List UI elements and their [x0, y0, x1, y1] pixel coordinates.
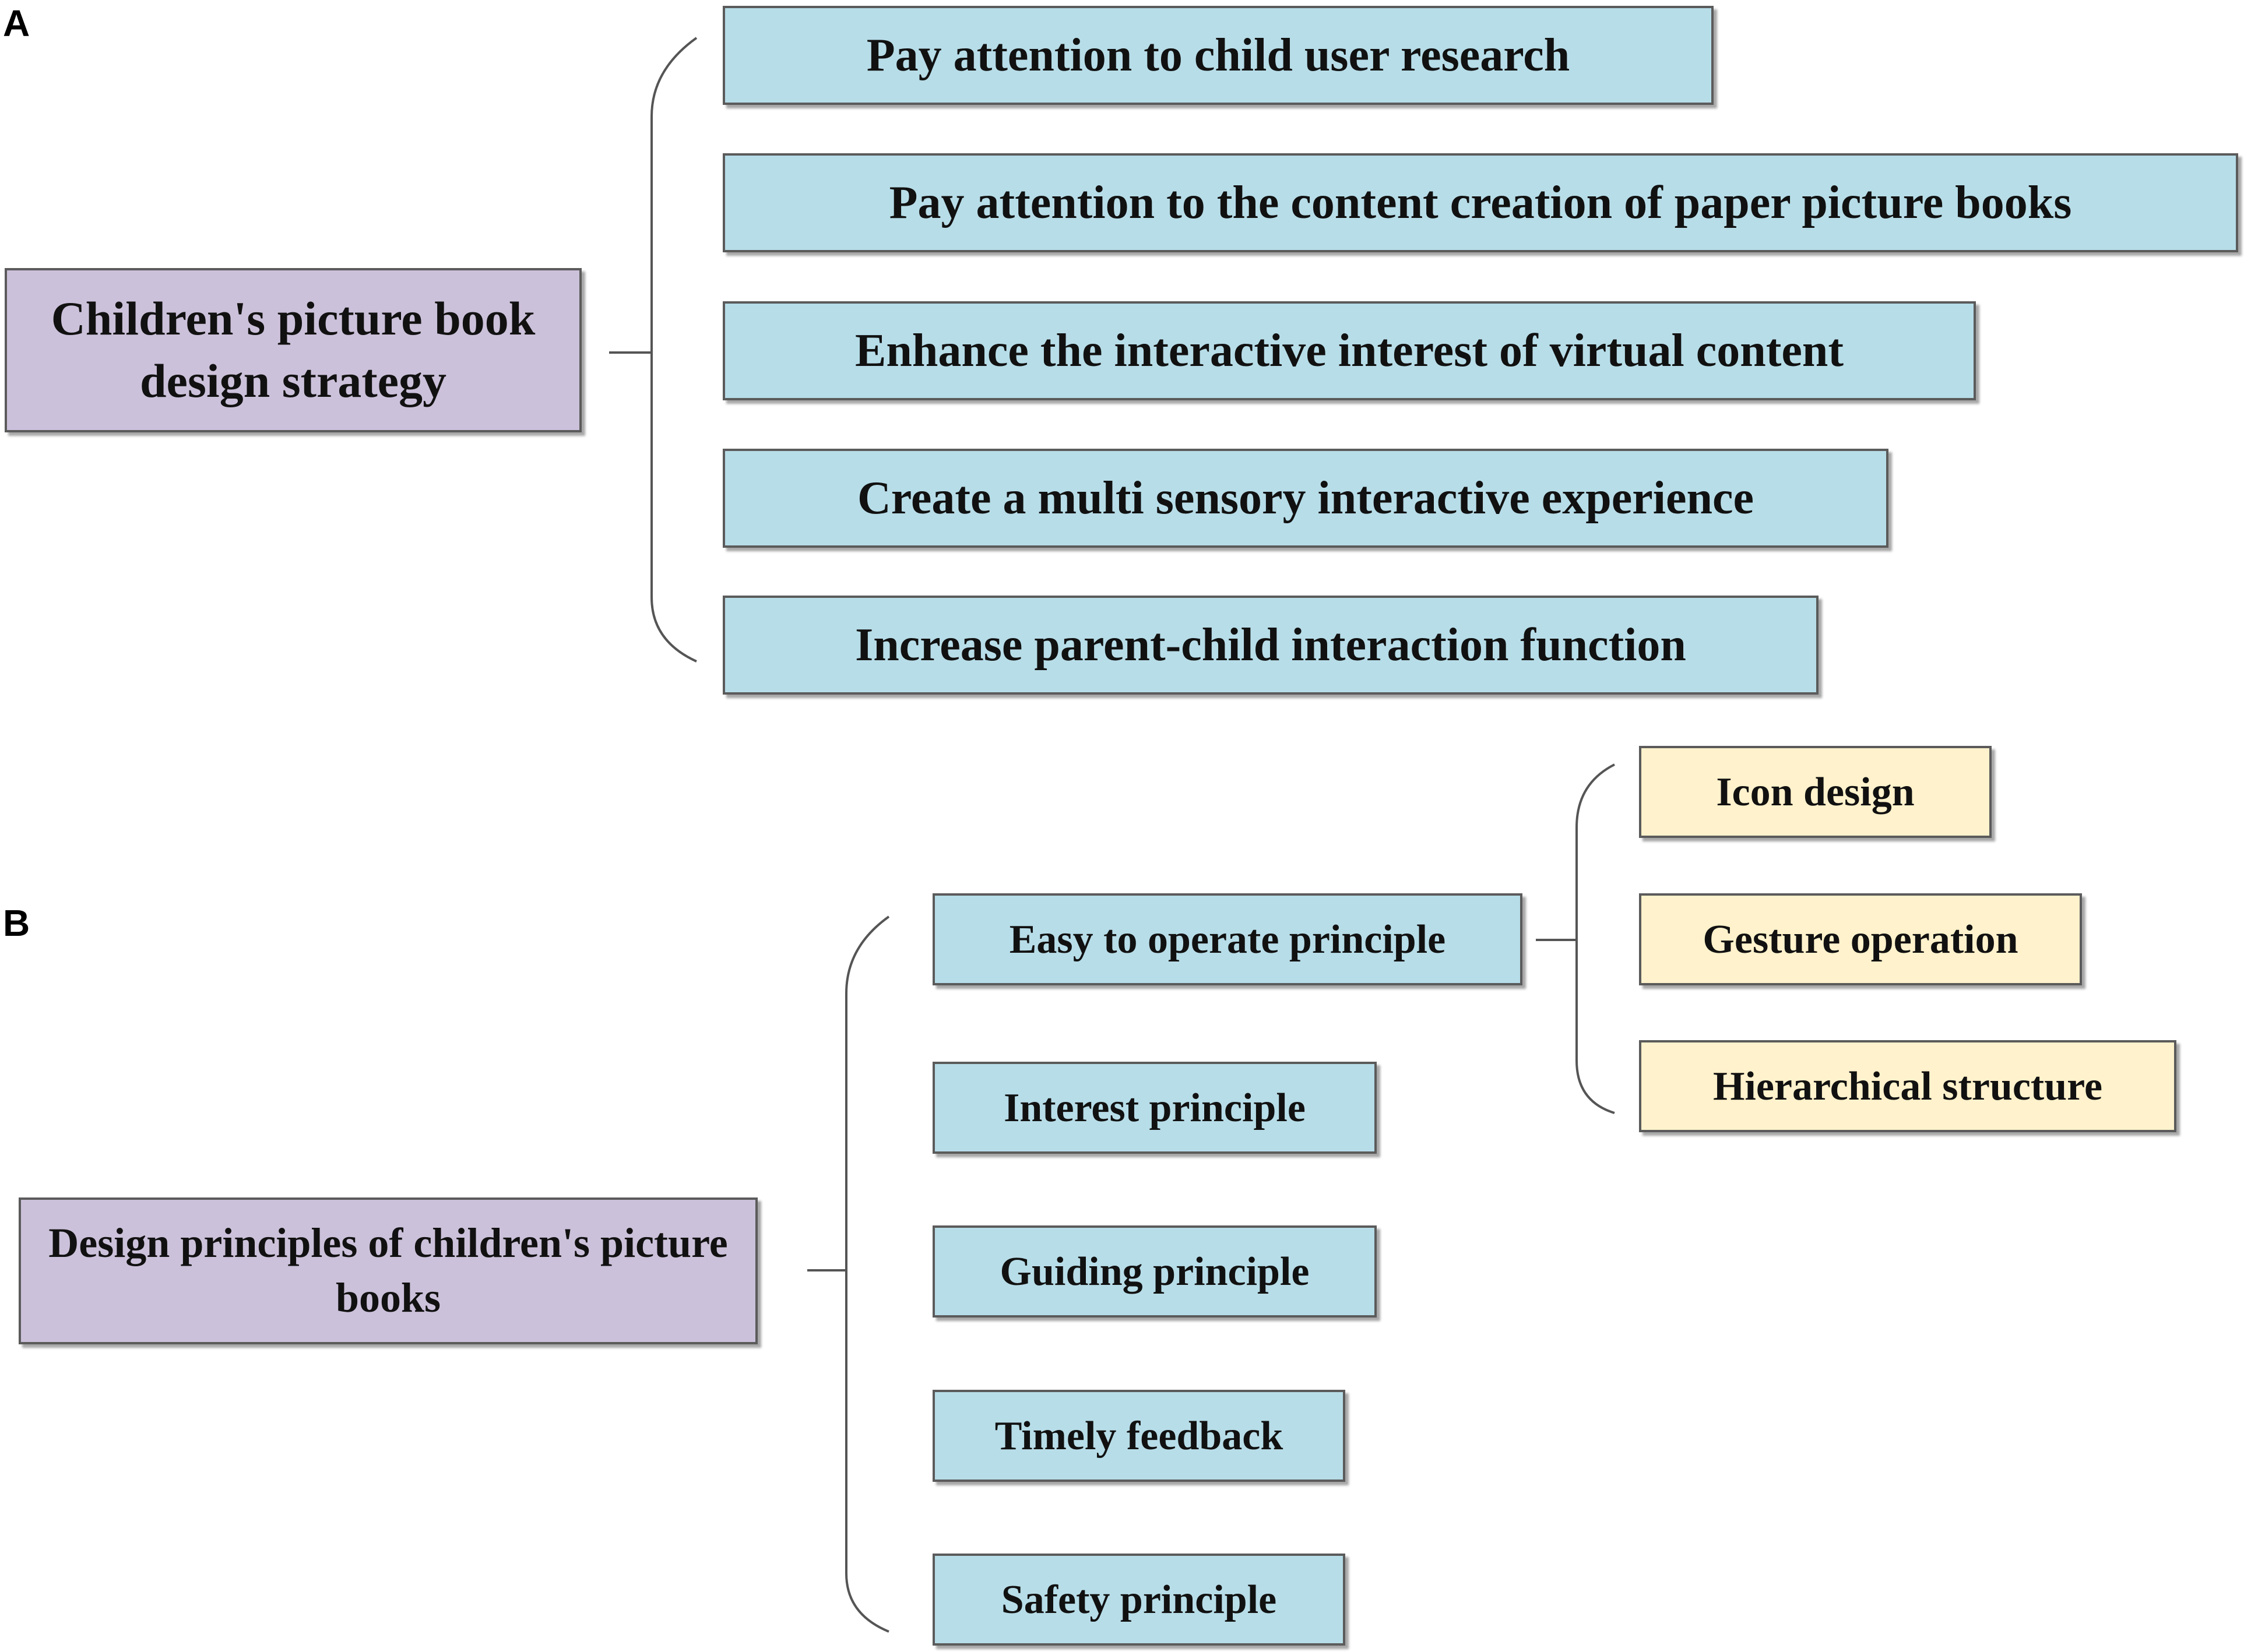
panel-a-brace	[650, 37, 698, 663]
panel-a-node-virtual-interactive-interest: Enhance the interactive interest of virt…	[723, 301, 1976, 400]
panel-b-subnode-hierarchical-structure: Hierarchical structure	[1639, 1040, 2176, 1132]
panel-b-node-interest: Interest principle	[933, 1062, 1377, 1154]
panel-b-root-node: Design principles of children's picture …	[19, 1197, 758, 1344]
panel-a-node-child-user-research: Pay attention to child user research	[723, 6, 1714, 105]
panel-a-label: A	[3, 2, 30, 44]
panel-b-node-timely-feedback: Timely feedback	[933, 1390, 1345, 1482]
panel-a-node-multi-sensory-experience: Create a multi sensory interactive exper…	[723, 449, 1888, 548]
panel-a-node-parent-child-interaction: Increase parent-child interaction functi…	[723, 596, 1819, 695]
panel-b-label: B	[3, 902, 30, 944]
panel-a-node-paper-content-creation: Pay attention to the content creation of…	[723, 153, 2238, 252]
panel-a-root-node: Children's picture book design strategy	[5, 268, 582, 432]
panel-b-subnode-gesture-operation: Gesture operation	[1639, 893, 2082, 985]
panel-b-sub-brace	[1575, 763, 1615, 1114]
panel-b-subnode-icon-design: Icon design	[1639, 746, 1992, 838]
panel-b-node-guiding: Guiding principle	[933, 1225, 1377, 1318]
panel-b-node-easy-to-operate: Easy to operate principle	[933, 893, 1522, 985]
panel-b-node-safety: Safety principle	[933, 1554, 1345, 1646]
panel-b-brace	[845, 915, 890, 1633]
